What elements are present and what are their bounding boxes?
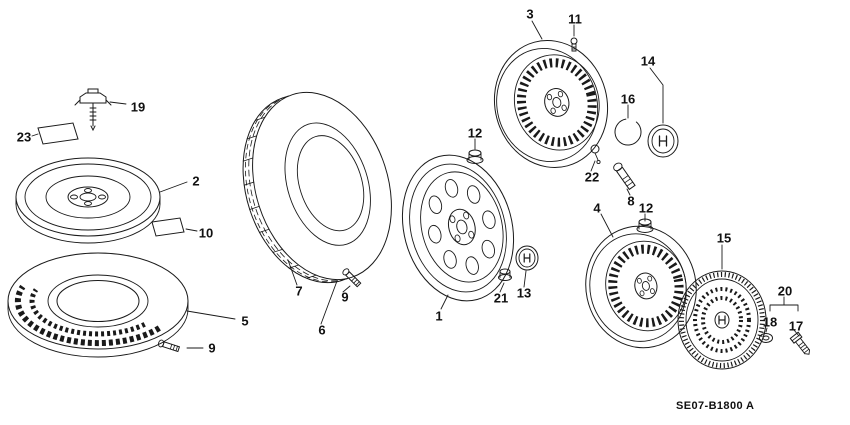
callout-1: 1 [435, 308, 443, 324]
callout-6: 6 [318, 322, 326, 338]
wheel-bolt-17-art [789, 331, 810, 355]
valve-8-art [613, 162, 636, 191]
center-cap-13-art [515, 245, 539, 271]
callout-8: 8 [627, 193, 635, 209]
callout-22: 22 [584, 169, 600, 185]
callout-20: 20 [777, 283, 793, 299]
callout-5: 5 [241, 313, 249, 329]
callout-2: 2 [192, 173, 200, 189]
wheel-nut-21-art [498, 268, 512, 281]
valve-bracket-art [74, 88, 112, 132]
callout-12: 12 [638, 200, 654, 216]
label-sticker-10-art [151, 217, 185, 237]
tire-art [242, 91, 392, 284]
valve-9-mid-art [342, 268, 362, 288]
washer-18-art [759, 333, 773, 343]
callout-17: 17 [788, 318, 804, 334]
styled-steel-wheel-art [401, 154, 515, 302]
callout-16: 16 [620, 91, 636, 107]
callout-13: 13 [516, 285, 532, 301]
valve-9-spare-art [158, 339, 181, 353]
label-sticker-23-art [37, 122, 79, 145]
callout-7: 7 [295, 283, 303, 299]
callout-11: 11 [568, 11, 582, 27]
nut-12-upper-art [466, 149, 484, 164]
spare-tire-art [7, 252, 189, 358]
callout-15: 15 [716, 230, 732, 246]
snap-ring-16-art [614, 118, 642, 146]
callout-9: 9 [341, 289, 349, 305]
callout-21: 21 [493, 290, 509, 306]
alloy-wheel-bottom-art [585, 225, 697, 349]
callout-12: 12 [467, 125, 483, 141]
center-cap-14-art [647, 124, 679, 158]
callout-19: 19 [130, 99, 146, 115]
valve-11-art [570, 37, 578, 52]
clip-22-art [590, 144, 601, 165]
callout-23: 23 [16, 129, 32, 145]
wheel-cover-art [677, 270, 767, 370]
callout-10: 10 [198, 225, 214, 241]
callout-4: 4 [593, 200, 601, 216]
callout-3: 3 [526, 6, 534, 22]
leader-lines [31, 20, 800, 349]
diagram-code: SE07-B1800 A [676, 400, 755, 412]
steel-rim-art [15, 157, 161, 244]
callout-14: 14 [640, 53, 656, 69]
callout-18: 18 [762, 314, 778, 330]
callout-9: 9 [208, 340, 216, 356]
alloy-wheel-top-art [493, 40, 609, 168]
